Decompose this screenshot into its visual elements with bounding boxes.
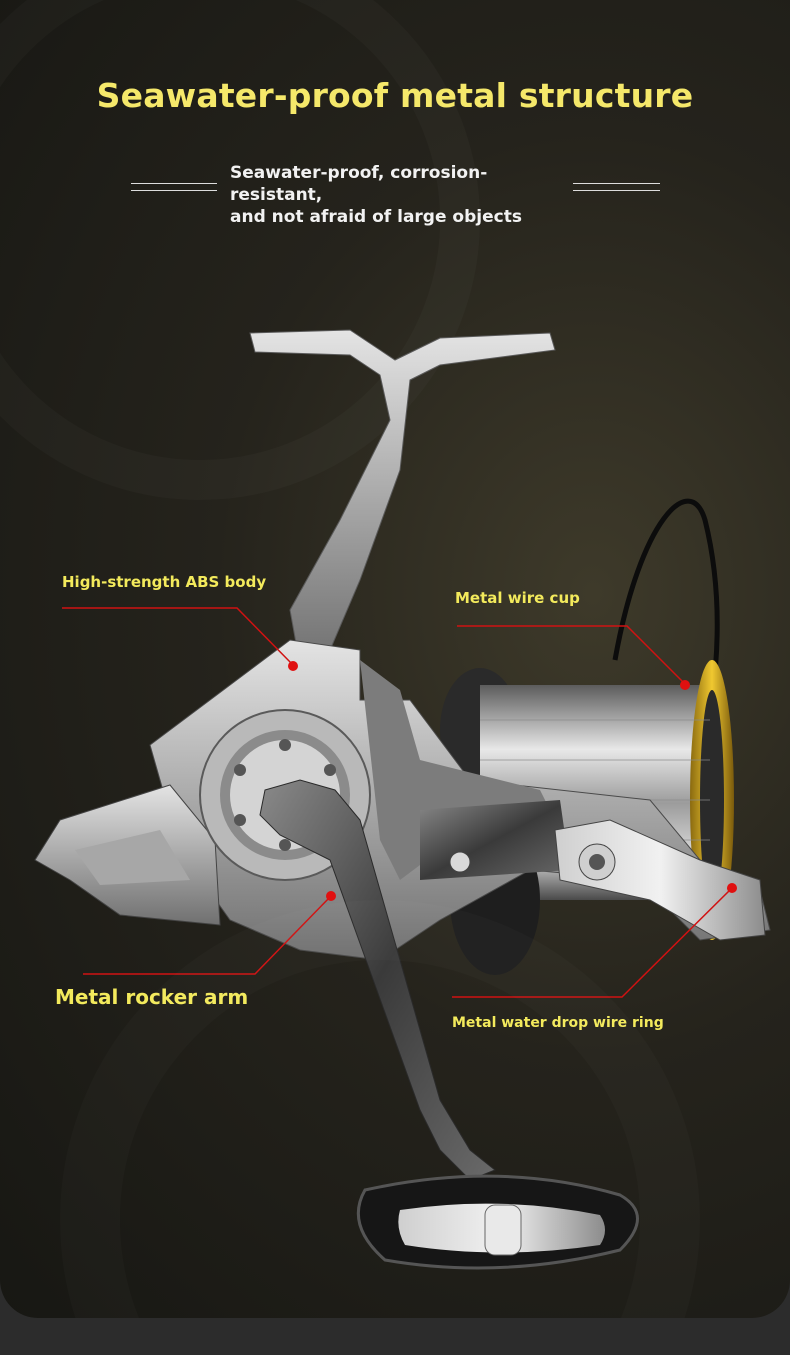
callout-wire-cup: Metal wire cup <box>455 589 580 607</box>
subtitle: Seawater-proof, corrosion-resistant, and… <box>230 162 570 228</box>
callout-leader-lines <box>62 607 737 998</box>
subtitle-divider-right <box>573 183 660 191</box>
subtitle-line-2: and not afraid of large objects <box>230 207 522 227</box>
callout-water-drop-ring: Metal water drop wire ring <box>452 1015 664 1031</box>
subtitle-line-1: Seawater-proof, corrosion-resistant, <box>230 163 488 205</box>
callout-rocker-arm: Metal rocker arm <box>55 985 249 1009</box>
product-card: Seawater-proof metal structure Seawater-… <box>0 0 790 1318</box>
subtitle-divider-left <box>131 183 217 191</box>
callout-abs-body: High-strength ABS body <box>62 573 267 591</box>
page-title: Seawater-proof metal structure <box>96 76 694 115</box>
